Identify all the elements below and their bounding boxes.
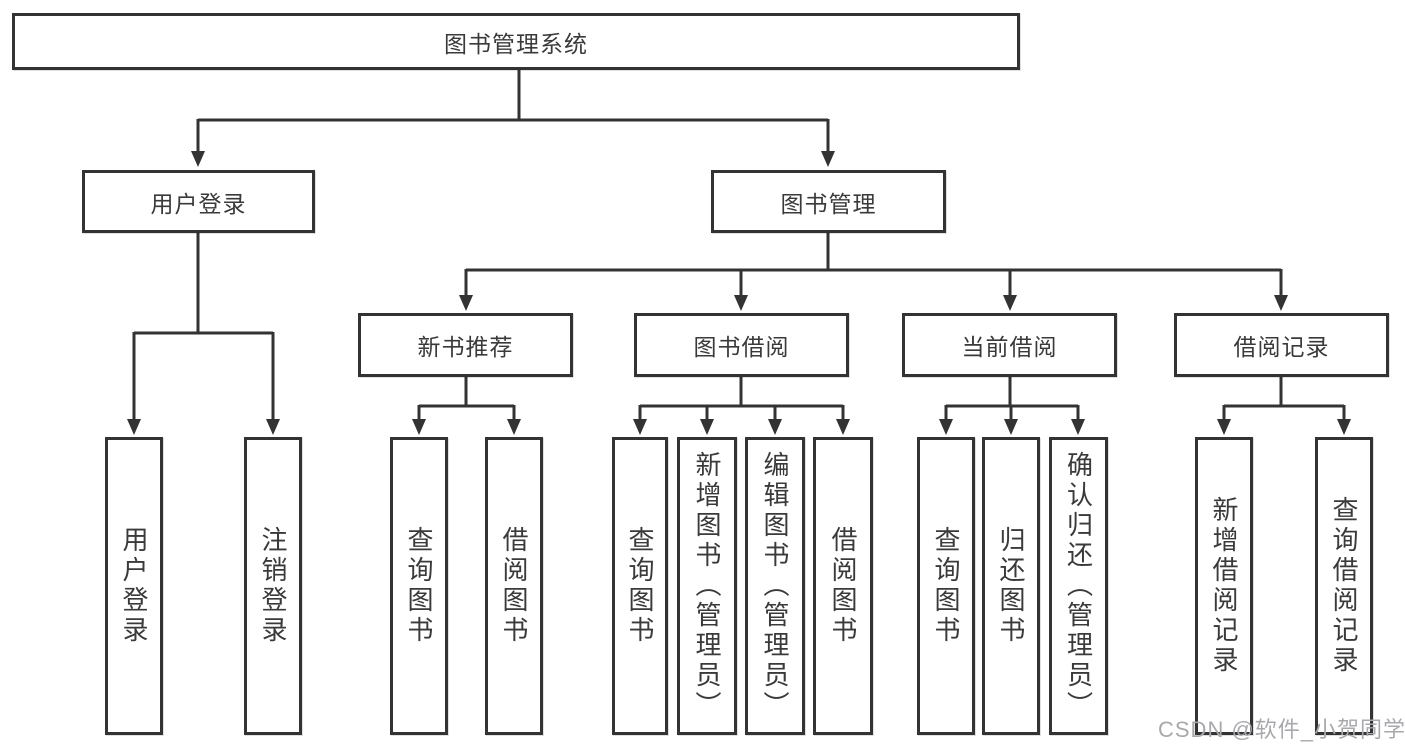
node-book-management-branch: 图书管理 <box>711 170 946 233</box>
leaf-edit-books-admin: 编辑图书（管理员） <box>745 437 805 735</box>
leaf-add-borrow-record: 新增借阅记录 <box>1195 437 1253 735</box>
node-library-management-system: 图书管理系统 <box>12 13 1020 70</box>
leaf-return-books: 归还图书 <box>982 437 1040 735</box>
leaf-logout: 注销登录 <box>244 437 302 735</box>
leaf-borrow-books-recommend: 借阅图书 <box>485 437 543 735</box>
leaf-borrow-books: 借阅图书 <box>813 437 873 735</box>
leaf-query-borrow-record: 查询借阅记录 <box>1315 437 1373 735</box>
leaf-query-books-current: 查询图书 <box>917 437 975 735</box>
leaf-query-books-borrowing: 查询图书 <box>612 437 668 735</box>
node-new-book-recommendation: 新书推荐 <box>358 313 573 377</box>
watermark: CSDN @软件_小贺同学 <box>1158 717 1405 742</box>
node-current-borrowing: 当前借阅 <box>902 313 1117 377</box>
leaf-user-login: 用户登录 <box>105 437 163 735</box>
node-user-login-branch: 用户登录 <box>82 170 315 233</box>
leaf-query-books-recommend: 查询图书 <box>390 437 448 735</box>
node-borrowing-records: 借阅记录 <box>1174 313 1389 377</box>
node-book-borrowing: 图书借阅 <box>634 313 849 377</box>
leaf-add-books-admin: 新增图书（管理员） <box>677 437 737 735</box>
leaf-confirm-return-admin: 确认归还（管理员） <box>1049 437 1108 735</box>
